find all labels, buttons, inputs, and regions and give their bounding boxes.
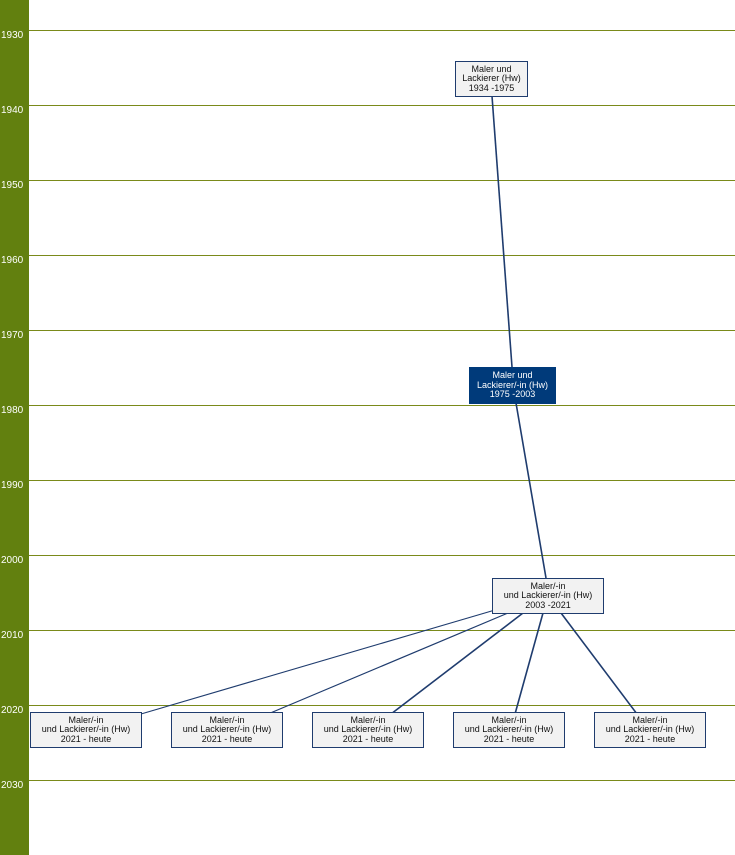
edge-2003-2021c [390, 612, 524, 715]
node-period: 2021 - heute [342, 733, 394, 744]
year-label-2010: 2010 [1, 630, 24, 641]
node-title: Maler und [492, 370, 533, 381]
gridline-1970 [29, 330, 735, 331]
year-label-2000: 2000 [1, 555, 24, 566]
node-title: Maler und [471, 63, 512, 74]
node-title: Maler/-in [209, 714, 245, 725]
edge-2003-2021b [267, 612, 509, 715]
gridline-1930 [29, 30, 735, 31]
node-maler-lackierer-1934[interactable]: Maler und Lackierer (Hw) 1934 -1975 [455, 61, 528, 97]
node-period: 2021 - heute [60, 733, 112, 744]
year-label-2020: 2020 [1, 705, 24, 716]
year-label-1960: 1960 [1, 255, 24, 266]
edge-2003-2021d [514, 612, 544, 715]
node-subtitle: und Lackierer/-in (Hw) [503, 590, 593, 601]
node-title: Maler/-in [68, 714, 104, 725]
year-label-2030: 2030 [1, 780, 24, 791]
edge-2003-2021e [560, 612, 638, 715]
year-label-1970: 1970 [1, 330, 24, 341]
node-period: 2021 - heute [483, 733, 535, 744]
gridline-2030 [29, 780, 735, 781]
year-label-1980: 1980 [1, 405, 24, 416]
gridline-2010 [29, 630, 735, 631]
node-period: 1975 -2003 [489, 389, 536, 400]
node-maler-lackierer-1975[interactable]: Maler und Lackierer/-in (Hw) 1975 -2003 [469, 367, 556, 404]
node-title: Maler/-in [350, 714, 386, 725]
edge-1934-1975 [491, 95, 513, 368]
year-label-1950: 1950 [1, 180, 24, 191]
timeline-sidebar [0, 0, 29, 855]
year-label-1990: 1990 [1, 480, 24, 491]
gridline-1960 [29, 255, 735, 256]
gridline-1990 [29, 480, 735, 481]
node-maler-lackierer-2021-2[interactable]: Maler/-in und Lackierer/-in (Hw) 2021 - … [171, 712, 283, 748]
node-subtitle: und Lackierer/-in (Hw) [323, 724, 413, 735]
node-maler-lackierer-2021-3[interactable]: Maler/-in und Lackierer/-in (Hw) 2021 - … [312, 712, 424, 748]
node-period: 2021 - heute [624, 733, 676, 744]
node-maler-lackierer-2003[interactable]: Maler/-in und Lackierer/-in (Hw) 2003 -2… [492, 578, 604, 614]
edge-1975-2003 [515, 402, 547, 579]
gridline-1980 [29, 405, 735, 406]
node-maler-lackierer-2021-4[interactable]: Maler/-in und Lackierer/-in (Hw) 2021 - … [453, 712, 565, 748]
node-maler-lackierer-2021-1[interactable]: Maler/-in und Lackierer/-in (Hw) 2021 - … [30, 712, 142, 748]
node-subtitle: Lackierer/-in (Hw) [476, 379, 548, 390]
edge-2003-2021a [140, 609, 496, 715]
gridline-1950 [29, 180, 735, 181]
gridline-1940 [29, 105, 735, 106]
node-subtitle: und Lackierer/-in (Hw) [605, 724, 695, 735]
node-title: Maler/-in [530, 580, 566, 591]
gridline-2020 [29, 705, 735, 706]
node-title: Maler/-in [491, 714, 527, 725]
node-period: 2003 -2021 [525, 599, 571, 610]
node-period: 2021 - heute [201, 733, 253, 744]
node-title: Maler/-in [632, 714, 668, 725]
node-subtitle: und Lackierer/-in (Hw) [464, 724, 554, 735]
node-maler-lackierer-2021-5[interactable]: Maler/-in und Lackierer/-in (Hw) 2021 - … [594, 712, 706, 748]
year-label-1940: 1940 [1, 105, 24, 116]
node-subtitle: und Lackierer/-in (Hw) [182, 724, 272, 735]
node-period: 1934 -1975 [468, 82, 515, 93]
year-label-1930: 1930 [1, 30, 24, 41]
node-subtitle: und Lackierer/-in (Hw) [41, 724, 131, 735]
node-subtitle: Lackierer (Hw) [462, 73, 521, 84]
gridline-2000 [29, 555, 735, 556]
